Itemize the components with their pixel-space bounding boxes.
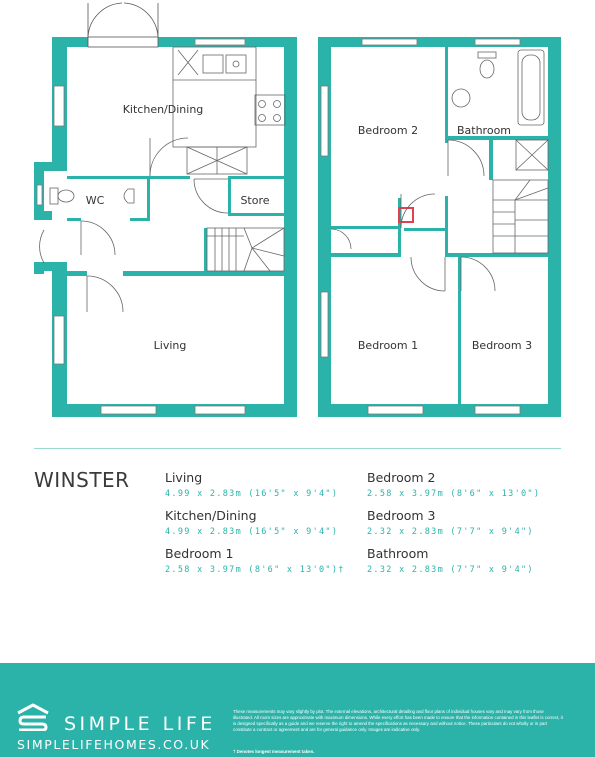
room-name: Bedroom 3 xyxy=(367,508,436,523)
floorplan-drawing: Kitchen/Dining WC Store Living xyxy=(34,2,561,417)
room-label-bedroom-2: Bedroom 2 xyxy=(358,124,418,137)
room-dims: 2.58 x 3.97m (8'6" x 13'0")† xyxy=(165,565,345,575)
room-label-living: Living xyxy=(154,339,187,352)
section-divider xyxy=(34,448,561,449)
room-name: Bedroom 1 xyxy=(165,546,234,561)
house-type-title: WINSTER xyxy=(34,468,130,492)
room-dims: 2.58 x 3.97m (8'6" x 13'0") xyxy=(367,489,541,499)
brand-name: SIMPLE LIFE xyxy=(64,713,216,735)
room-label-bathroom: Bathroom xyxy=(457,124,511,137)
room-label-wc: WC xyxy=(86,194,105,207)
brand-url-link[interactable]: SIMPLELIFEHOMES.CO.UK xyxy=(17,737,211,752)
first-floor-plan: Bedroom 2 Bathroom Bedroom 1 Bedroom 3 xyxy=(318,37,561,417)
room-label-store: Store xyxy=(240,194,269,207)
room-dimension-bathroom: Bathroom 2.32 x 2.83m (7'7" x 9'4") xyxy=(367,546,567,575)
room-dims: 2.32 x 2.83m (7'7" x 9'4") xyxy=(367,565,534,575)
room-name: Kitchen/Dining xyxy=(165,508,257,523)
room-dims: 4.99 x 2.83m (16'5" x 9'4") xyxy=(165,527,339,537)
room-dimension-bedroom-2: Bedroom 2 2.58 x 3.97m (8'6" x 13'0") xyxy=(367,470,567,499)
room-label-bedroom-1: Bedroom 1 xyxy=(358,339,418,352)
footer-band xyxy=(0,663,595,757)
house-s-logo-icon xyxy=(17,703,49,731)
room-dimension-bedroom-3: Bedroom 3 2.32 x 2.83m (7'7" x 9'4") xyxy=(367,508,567,537)
room-label-kitchen-dining: Kitchen/Dining xyxy=(123,103,204,116)
ground-floor-plan: Kitchen/Dining WC Store Living xyxy=(34,2,297,417)
room-name: Bedroom 2 xyxy=(367,470,436,485)
room-name: Living xyxy=(165,470,203,485)
room-dims: 2.32 x 2.83m (7'7" x 9'4") xyxy=(367,527,534,537)
room-name: Bathroom xyxy=(367,546,429,561)
disclaimer-text: These measurements may vary slightly by … xyxy=(233,709,563,733)
room-dimension-bedroom-1: Bedroom 1 2.58 x 3.97m (8'6" x 13'0")† xyxy=(165,546,365,575)
measurement-note: † Denotes longest measurement taken. xyxy=(233,749,315,754)
room-dimension-living: Living 4.99 x 2.83m (16'5" x 9'4") xyxy=(165,470,365,499)
room-label-bedroom-3: Bedroom 3 xyxy=(472,339,532,352)
room-dimension-kitchen-dining: Kitchen/Dining 4.99 x 2.83m (16'5" x 9'4… xyxy=(165,508,365,537)
room-dims: 4.99 x 2.83m (16'5" x 9'4") xyxy=(165,489,339,499)
